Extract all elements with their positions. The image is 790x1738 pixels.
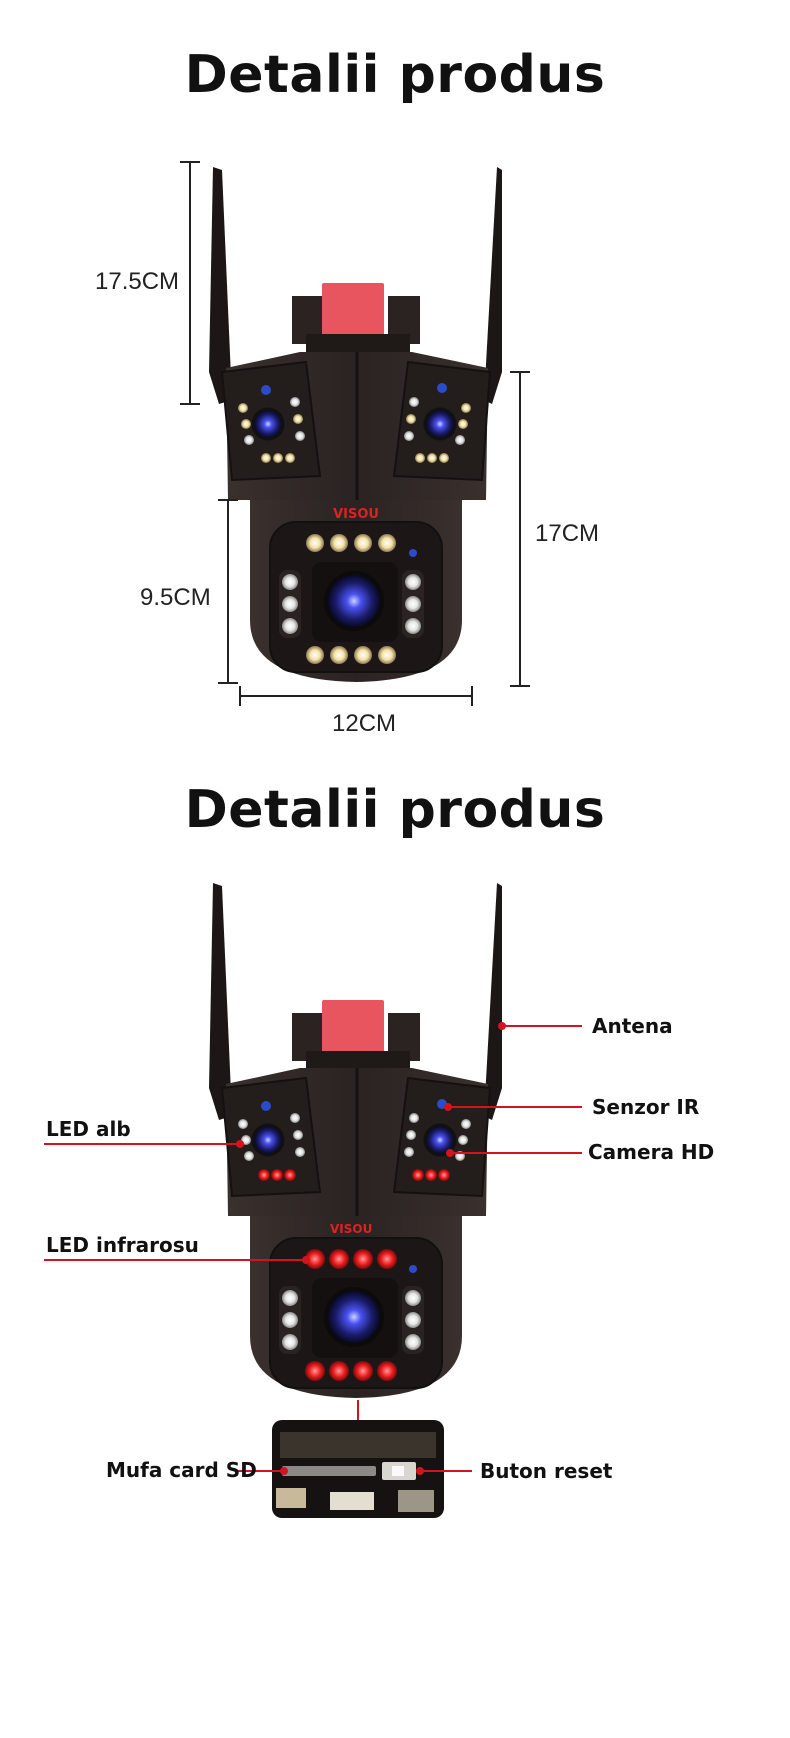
camera-illustration-labeled <box>209 883 502 1420</box>
dimension-lines <box>180 161 530 706</box>
svg-text:VISOU: VISOU <box>333 507 379 522</box>
antenna-left <box>209 167 232 404</box>
top-red-block <box>322 1000 384 1056</box>
section-title: Detalii produs <box>184 780 606 840</box>
camera-illustration-top: VISOU <box>209 167 502 682</box>
width-label: 12CM <box>332 710 397 737</box>
camera-hd-label: Camera HD <box>588 1140 715 1164</box>
sd-slot-label: Mufa card SD <box>106 1458 257 1482</box>
white-led-label: LED alb <box>46 1117 131 1141</box>
antenna-label: Antena <box>592 1014 673 1038</box>
top-red-block <box>322 283 384 339</box>
reset-button-label: Buton reset <box>480 1459 613 1483</box>
antenna-left <box>209 883 232 1120</box>
ir-sensor-label: Senzor IR <box>592 1095 700 1119</box>
page-title: Detalii produs <box>184 45 606 105</box>
callout-lines <box>44 1022 582 1475</box>
brand-logo: VISOU <box>330 1222 373 1236</box>
ir-led-label: LED infrarosu <box>46 1233 199 1257</box>
sd-reset-detail-photo <box>272 1420 444 1518</box>
dome-height-label: 9.5CM <box>140 584 211 611</box>
total-height-label: 17CM <box>535 520 600 547</box>
antenna-right <box>484 883 502 1120</box>
antenna-height-label: 17.5CM <box>95 268 180 295</box>
antenna-right <box>484 167 502 404</box>
